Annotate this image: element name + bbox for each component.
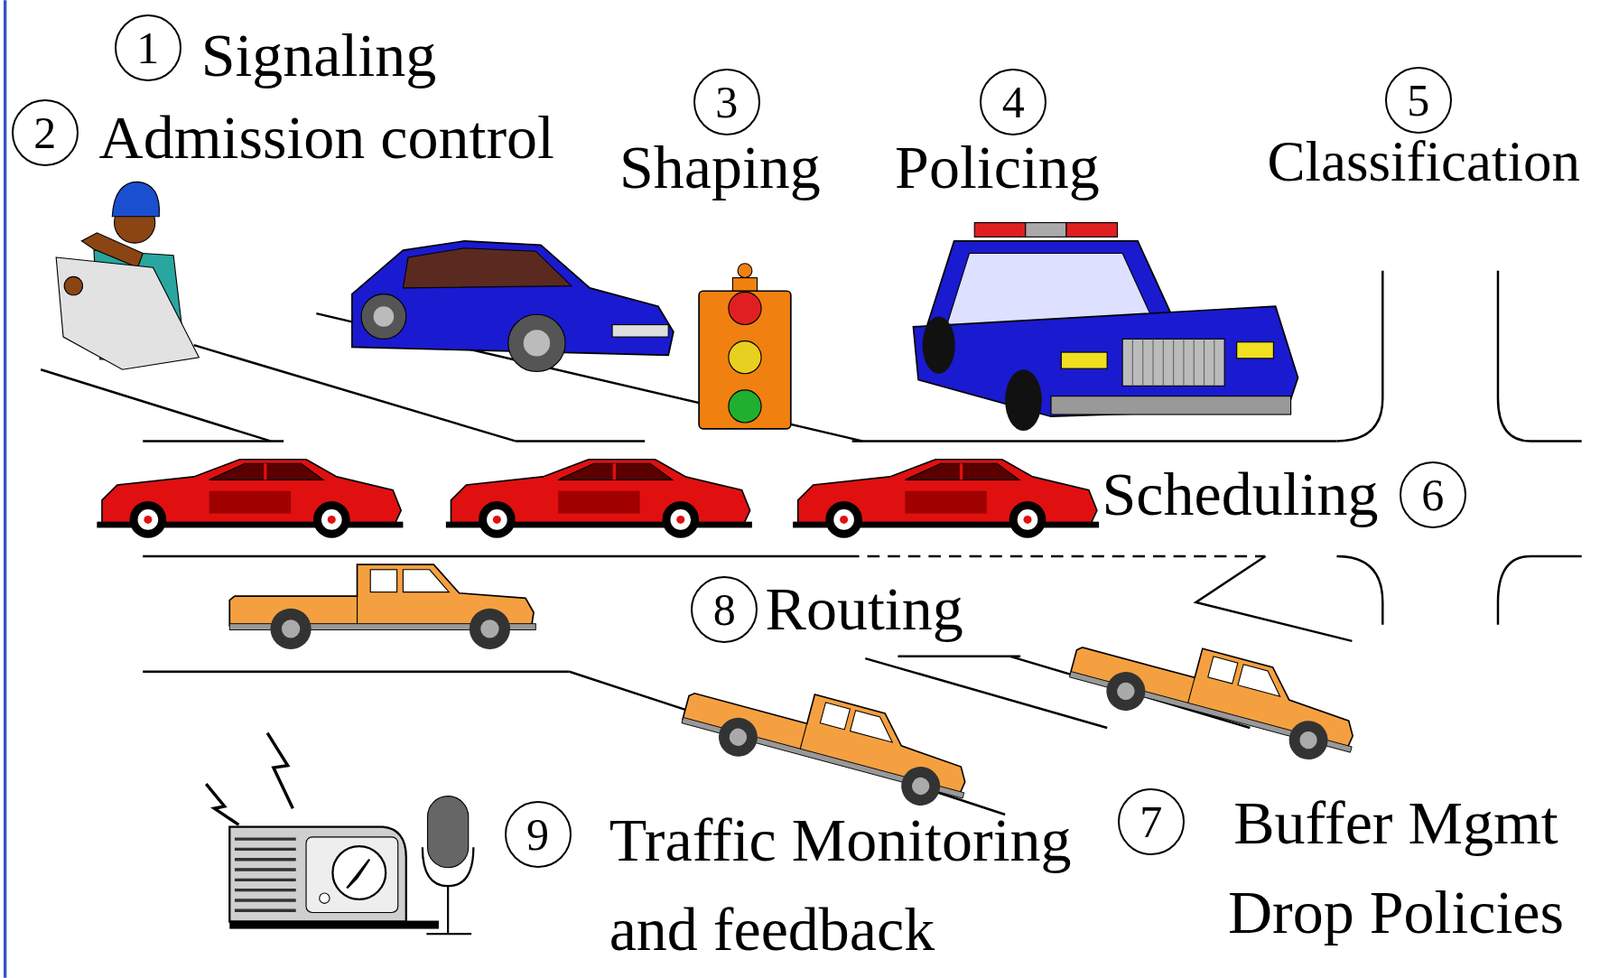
car-window xyxy=(402,248,571,289)
road-edge xyxy=(194,344,516,441)
police-car xyxy=(912,223,1298,432)
feature-label: Routing xyxy=(765,575,964,643)
road-edge xyxy=(40,369,270,441)
callout-number: 5 xyxy=(1385,66,1452,134)
wheel-rim xyxy=(523,329,550,356)
callout-number: 8 xyxy=(690,576,758,643)
siren-light xyxy=(974,223,1026,238)
ramp-edge xyxy=(897,655,1021,658)
dial-needle xyxy=(346,859,370,889)
feature-label: Signaling xyxy=(201,21,438,90)
speaker-grill xyxy=(234,838,297,911)
hard-hat xyxy=(111,181,159,216)
page-border xyxy=(3,0,7,978)
traffic-light xyxy=(698,263,791,429)
orange-truck xyxy=(229,564,536,650)
light-ornament xyxy=(737,263,753,279)
police-body xyxy=(912,306,1298,417)
mic-base xyxy=(426,932,472,935)
intersection-corner xyxy=(1497,270,1582,442)
headlight xyxy=(1237,342,1275,359)
light-housing xyxy=(698,290,791,429)
callout-number: 7 xyxy=(1117,788,1185,856)
wheel xyxy=(1004,369,1042,431)
road-edge xyxy=(852,439,1338,442)
siren-light xyxy=(1025,223,1067,238)
radio xyxy=(205,733,439,930)
feature-label: Traffic Monitoring and feedback xyxy=(609,795,1116,974)
bumper xyxy=(1051,396,1292,415)
wheel xyxy=(361,294,407,340)
callout-number: 9 xyxy=(504,800,572,868)
callout-number: 6 xyxy=(1399,461,1467,529)
wheel-rim xyxy=(373,306,395,327)
road-edge xyxy=(142,439,284,442)
feature-label: Buffer Mgmt Drop Policies xyxy=(1215,778,1577,959)
dial-panel xyxy=(306,837,399,913)
yellow-lamp xyxy=(728,341,762,374)
orange-truck xyxy=(1064,616,1367,770)
red-lamp xyxy=(728,291,762,325)
lane-line xyxy=(142,670,569,673)
red-car xyxy=(792,459,1099,539)
intersection-corner xyxy=(1336,270,1383,442)
green-lamp xyxy=(728,390,762,423)
worker-hand xyxy=(64,276,83,295)
callout-number: 1 xyxy=(114,14,182,82)
feature-label: Policing xyxy=(894,133,1100,202)
ramp-edge xyxy=(865,658,1107,728)
windshield xyxy=(947,252,1156,325)
blueprint xyxy=(55,257,199,370)
lane-dashed xyxy=(846,555,1266,558)
lane-line xyxy=(142,555,847,558)
intersection-corner xyxy=(1336,556,1383,625)
mic-head xyxy=(427,796,469,868)
knob xyxy=(319,893,330,903)
radio-base xyxy=(229,920,439,930)
feature-label: Admission control xyxy=(99,103,555,172)
headlight xyxy=(1060,352,1107,369)
microphone xyxy=(422,796,475,935)
lightning-bolt xyxy=(267,733,293,810)
red-car xyxy=(96,459,403,539)
dial xyxy=(332,846,386,900)
mic-stand xyxy=(446,885,449,933)
car-bumper xyxy=(612,325,669,338)
red-car xyxy=(446,459,753,539)
grille xyxy=(1122,338,1225,386)
intersection-corner xyxy=(1497,556,1582,625)
callout-number: 4 xyxy=(979,68,1047,136)
orange-truck xyxy=(677,662,979,816)
radio-case xyxy=(229,827,407,922)
exit-ramp xyxy=(1195,556,1352,642)
wheel xyxy=(922,316,956,374)
blue-car xyxy=(352,241,674,373)
feature-label: Shaping xyxy=(619,133,821,202)
wheel xyxy=(508,314,566,372)
feature-label: Classification xyxy=(1267,130,1581,195)
callout-number: 3 xyxy=(693,68,761,136)
road-edge xyxy=(515,439,646,442)
light-cap xyxy=(732,278,757,293)
callout-number: 2 xyxy=(11,99,79,167)
worker xyxy=(55,181,199,370)
grille-bars xyxy=(1132,338,1214,386)
feature-label: Scheduling xyxy=(1102,460,1379,529)
siren-light xyxy=(1066,223,1118,238)
lightning-bolt xyxy=(205,783,239,825)
mic-holder xyxy=(422,846,475,886)
